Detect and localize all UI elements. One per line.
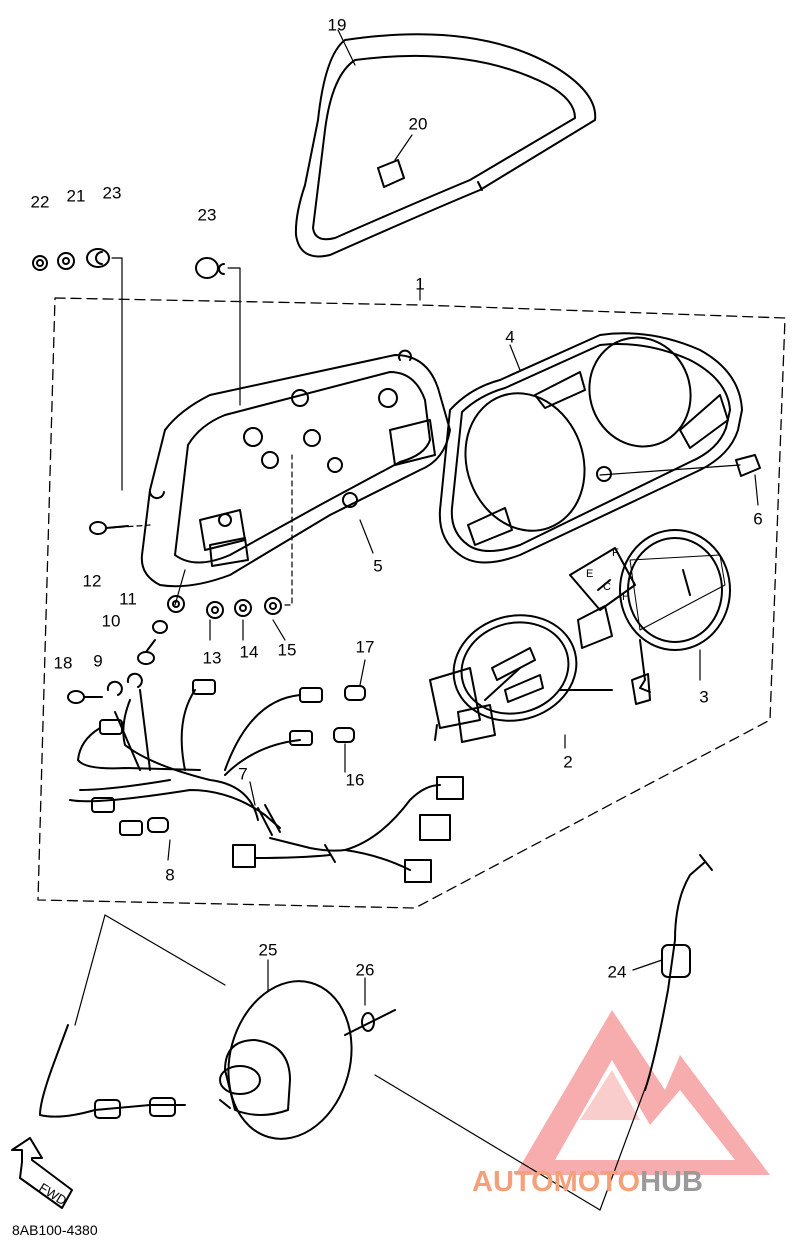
fuel-f: F: [612, 547, 619, 559]
fastener-26: [344, 1009, 396, 1036]
part-label-13: 13: [202, 648, 222, 668]
part-label-26: 26: [355, 960, 375, 980]
damper-23b: [195, 257, 225, 279]
meter-cable: [39, 1024, 186, 1119]
bracket-25: [219, 980, 353, 1140]
part-label-24: 24: [607, 962, 627, 982]
bulb-sockets: [91, 672, 323, 836]
damper-15: [264, 597, 282, 615]
bulb-17: [344, 685, 366, 701]
speedometer-cable-24: [644, 854, 713, 1091]
assembly-boundary-1: [37, 297, 786, 909]
part-label-20: 20: [408, 114, 428, 134]
temp-h: H: [622, 591, 630, 603]
temp-c: C: [603, 581, 611, 593]
leader-lines: [74, 257, 741, 1211]
damper-23a: [86, 248, 110, 268]
collar-10: [152, 620, 168, 634]
part-label-3: 3: [699, 687, 709, 707]
part-label-10: 10: [101, 611, 121, 631]
screw-12: [89, 521, 129, 535]
part-label-4: 4: [505, 327, 515, 347]
washer-14: [234, 599, 252, 617]
part-label-9: 9: [93, 651, 103, 671]
part-label-7: 7: [238, 764, 248, 784]
screw-9: [137, 639, 156, 665]
part-label-5: 5: [373, 556, 383, 576]
part-label-15: 15: [277, 640, 297, 660]
meter-housing-5: [140, 349, 451, 588]
speedometer-2: [429, 614, 613, 743]
part-label-14: 14: [239, 642, 259, 662]
watermark-logo: [515, 1010, 770, 1175]
part-label-2: 2: [563, 752, 573, 772]
part-label-25: 25: [258, 940, 278, 960]
part-label-8: 8: [165, 865, 175, 885]
part-label-22: 22: [30, 192, 50, 212]
watermark-text: AUTOMOTOHUB: [472, 1168, 703, 1197]
part-label-6: 6: [753, 509, 763, 529]
part-label-16: 16: [345, 770, 365, 790]
washer-13: [206, 601, 224, 619]
washer-21: [57, 252, 75, 270]
grommet-20: [377, 159, 405, 188]
fuel-e: E: [586, 568, 593, 580]
part-label-17: 17: [355, 637, 375, 657]
label-leaders: [167, 29, 759, 1006]
fwd-arrow: [11, 1137, 73, 1209]
part-label-23b: 23: [197, 205, 217, 225]
part-label-19: 19: [327, 15, 347, 35]
nut-22: [32, 255, 48, 271]
bulb-8: [147, 817, 169, 833]
part-label-1: 1: [415, 274, 425, 294]
bulb-16: [333, 727, 355, 743]
screw-18: [67, 690, 103, 704]
diagram-code: 8AB100-4380: [12, 1222, 98, 1238]
meter-panel-4: [438, 332, 743, 564]
part-label-23a: 23: [102, 183, 122, 203]
washer-11: [167, 595, 185, 613]
watermark-text-a: AUTOMOTO: [472, 1166, 641, 1198]
part-label-18: 18: [53, 653, 73, 673]
wire-harness-7: [69, 689, 464, 883]
tachometer-3: [569, 529, 731, 705]
part-label-12: 12: [82, 571, 102, 591]
part-label-11: 11: [119, 589, 137, 609]
meter-cover-19: [294, 33, 597, 258]
part-label-21: 21: [66, 186, 86, 206]
watermark-text-b: HUB: [640, 1166, 703, 1198]
knob-6: [596, 454, 761, 482]
